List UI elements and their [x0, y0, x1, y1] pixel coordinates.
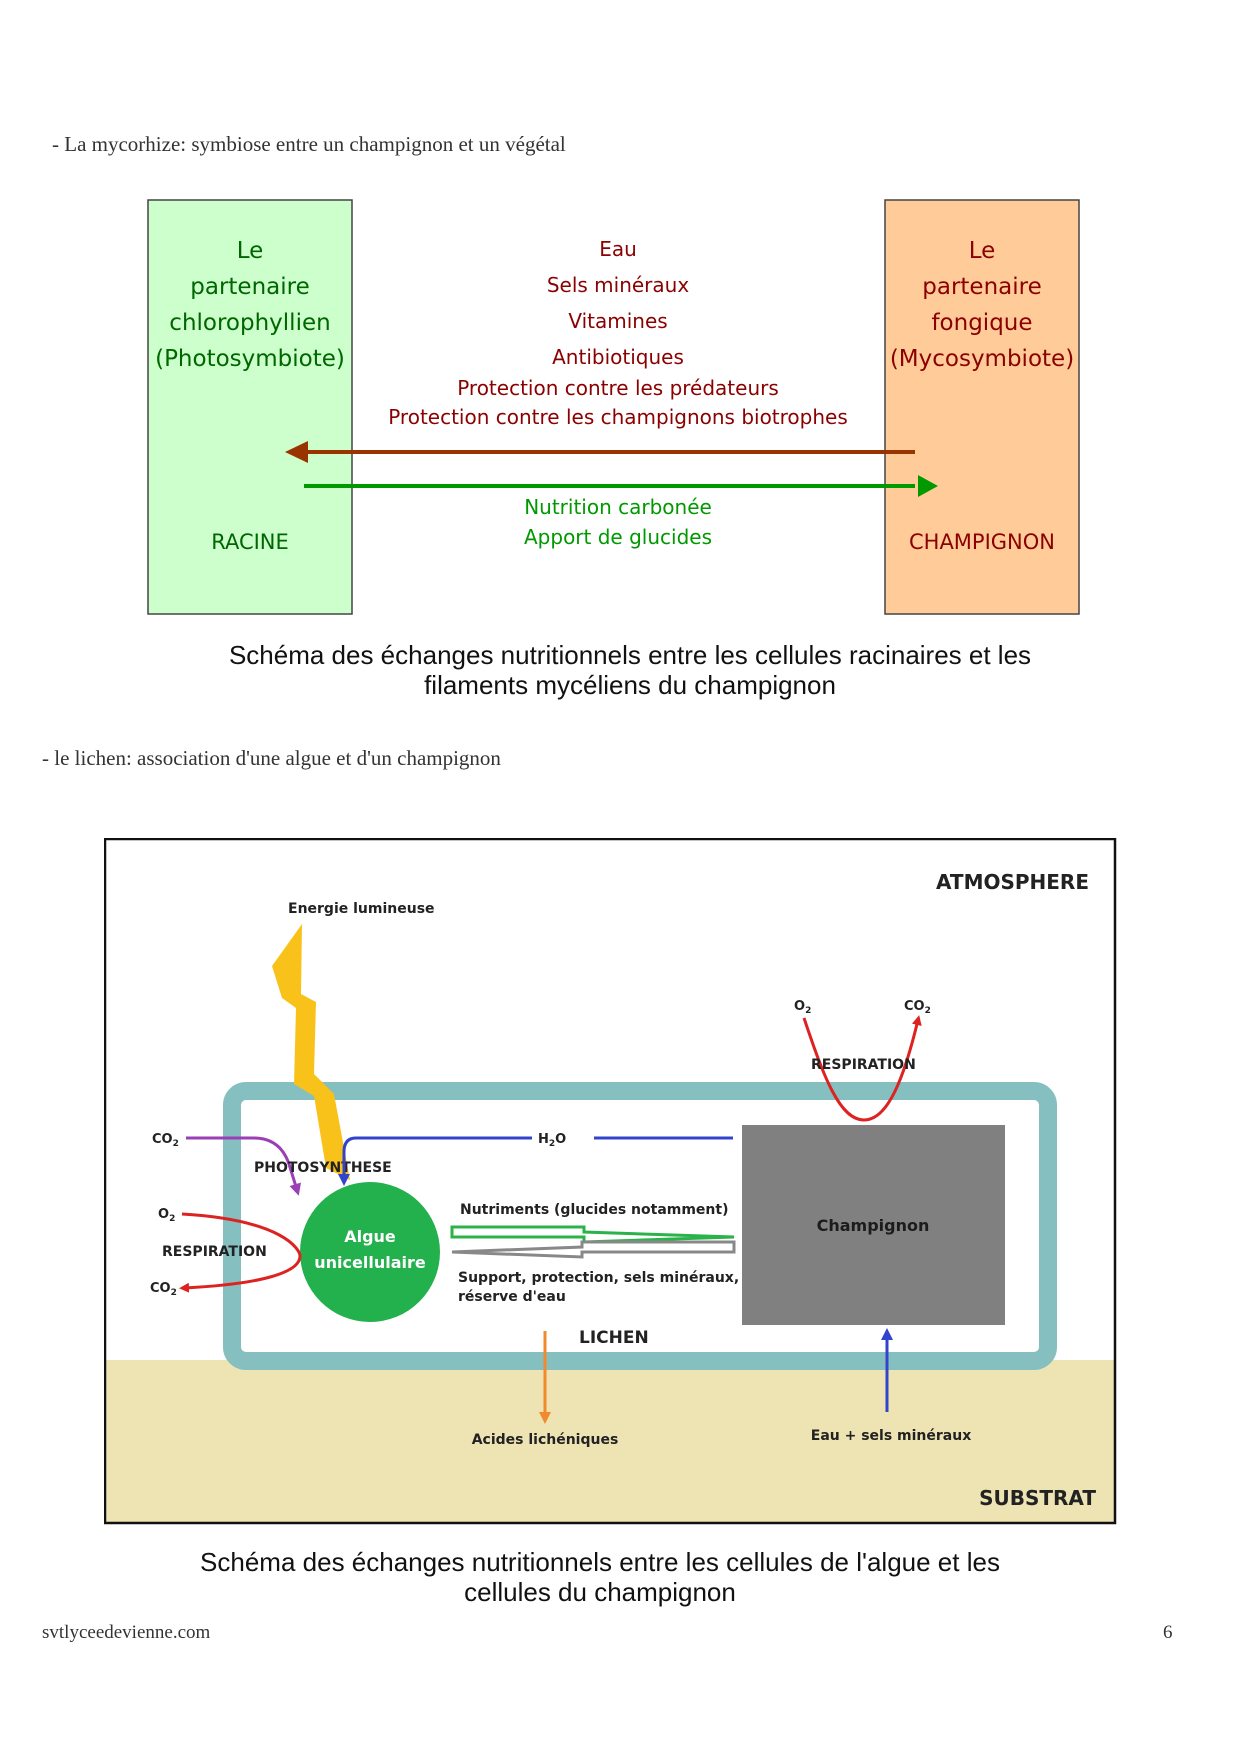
- plant-to-fungus-list: Nutrition carbonée Apport de glucides: [524, 495, 712, 549]
- lichen-diagram: ATMOSPHERE SUBSTRAT Energie lumineuse Ch…: [104, 838, 1117, 1525]
- svg-text:(Photosymbiote): (Photosymbiote): [155, 346, 345, 372]
- svg-text:fongique: fongique: [931, 310, 1032, 336]
- svg-text:(Mycosymbiote): (Mycosymbiote): [890, 346, 1074, 372]
- footer-site: svtlyceedevienne.com: [42, 1622, 211, 1643]
- racine-label: RACINE: [211, 530, 289, 554]
- mycorhize-caption-line1: Schéma des échanges nutritionnels entre …: [228, 640, 1032, 670]
- champignon-box: [742, 1125, 1005, 1325]
- svg-text:Le: Le: [237, 238, 264, 264]
- lichen-label: LICHEN: [579, 1328, 649, 1348]
- svg-text:Apport de glucides: Apport de glucides: [524, 525, 712, 549]
- support-label-2: réserve d'eau: [458, 1289, 566, 1305]
- svg-text:Vitamines: Vitamines: [568, 309, 667, 333]
- support-label-1: Support, protection, sels minéraux,: [458, 1270, 739, 1286]
- svg-text:Protection contre les prédateu: Protection contre les prédateurs: [457, 376, 779, 400]
- energie-label: Energie lumineuse: [288, 901, 435, 917]
- plant-to-fungus-arrowhead: [918, 475, 938, 497]
- h2o-line-left: [338, 1136, 532, 1186]
- svg-text:partenaire: partenaire: [922, 274, 1041, 300]
- svg-text:chlorophyllien: chlorophyllien: [169, 310, 330, 336]
- lichen-heading: - le lichen: association d'une algue et …: [42, 746, 501, 770]
- svg-text:Antibiotiques: Antibiotiques: [552, 345, 684, 369]
- mycorhize-diagram: Le partenaire chlorophyllien (Photosymbi…: [147, 199, 1080, 615]
- fungus-to-plant-arrowhead: [285, 441, 308, 463]
- support-arrow: [451, 1240, 736, 1259]
- o2-algue-label: O2: [158, 1207, 175, 1224]
- fungus-to-plant-list: Eau Sels minéraux Vitamines Antibiotique…: [388, 237, 848, 429]
- respiration-algue-arrow: [179, 1212, 302, 1293]
- co2-champignon-label: CO2: [904, 999, 931, 1016]
- svg-text:Sels minéraux: Sels minéraux: [547, 273, 690, 297]
- plant-partner-panel: [147, 199, 353, 615]
- champignon-label: CHAMPIGNON: [909, 530, 1055, 554]
- champignon-box-label: Champignon: [817, 1216, 930, 1235]
- respiration-champignon-arrow: [802, 1015, 922, 1122]
- mycorhize-caption-line2: filaments mycéliens du champignon: [424, 670, 836, 700]
- substrat-label: SUBSTRAT: [979, 1486, 1096, 1510]
- lichen-caption-line2: cellules du champignon: [464, 1577, 736, 1607]
- substrat-zone: [105, 1360, 1115, 1523]
- respiration-champignon-label: RESPIRATION: [811, 1057, 916, 1073]
- o2-champignon-label: O2: [794, 999, 811, 1016]
- plant-partner-label: Le partenaire chlorophyllien (Photosymbi…: [155, 238, 345, 372]
- svg-text:Eau: Eau: [599, 237, 637, 261]
- svg-text:partenaire: partenaire: [190, 274, 309, 300]
- footer-page-number: 6: [1163, 1622, 1173, 1643]
- lichen-caption-line1: Schéma des échanges nutritionnels entre …: [200, 1547, 1000, 1577]
- co2-algue-label: CO2: [150, 1281, 177, 1298]
- svg-text:Nutrition carbonée: Nutrition carbonée: [524, 495, 712, 519]
- fungus-partner-panel: [884, 199, 1080, 615]
- svg-text:Le: Le: [969, 238, 996, 264]
- nutriments-label: Nutriments (glucides notamment): [460, 1202, 729, 1218]
- photosynthese-label: PHOTOSYNTHESE: [254, 1160, 392, 1176]
- lichen-frame: [104, 838, 1117, 1525]
- co2-photosynthese-arrow: [186, 1136, 301, 1196]
- lichen-thallus: [223, 1082, 1057, 1370]
- mycorhize-caption: Schéma des échanges nutritionnels entre …: [140, 640, 1120, 700]
- co2-photo-label: CO2: [152, 1132, 179, 1149]
- svg-text:Protection contre les champign: Protection contre les champignons biotro…: [388, 405, 848, 429]
- eau-sels-label: Eau + sels minéraux: [811, 1428, 972, 1444]
- fungus-partner-label: Le partenaire fongique (Mycosymbiote): [890, 238, 1074, 372]
- algue-label-1: Algue: [344, 1227, 396, 1246]
- lichen-caption: Schéma des échanges nutritionnels entre …: [140, 1547, 1060, 1607]
- mycorhize-heading: - La mycorhize: symbiose entre un champi…: [52, 132, 566, 156]
- respiration-algue-label: RESPIRATION: [162, 1244, 267, 1260]
- h2o-label: H2O: [538, 1132, 566, 1149]
- acides-label: Acides lichéniques: [472, 1432, 619, 1448]
- light-bolt-icon: [272, 924, 350, 1180]
- algue-cell: [300, 1182, 440, 1322]
- atmosphere-label: ATMOSPHERE: [936, 870, 1089, 894]
- algue-label-2: unicellulaire: [314, 1253, 426, 1272]
